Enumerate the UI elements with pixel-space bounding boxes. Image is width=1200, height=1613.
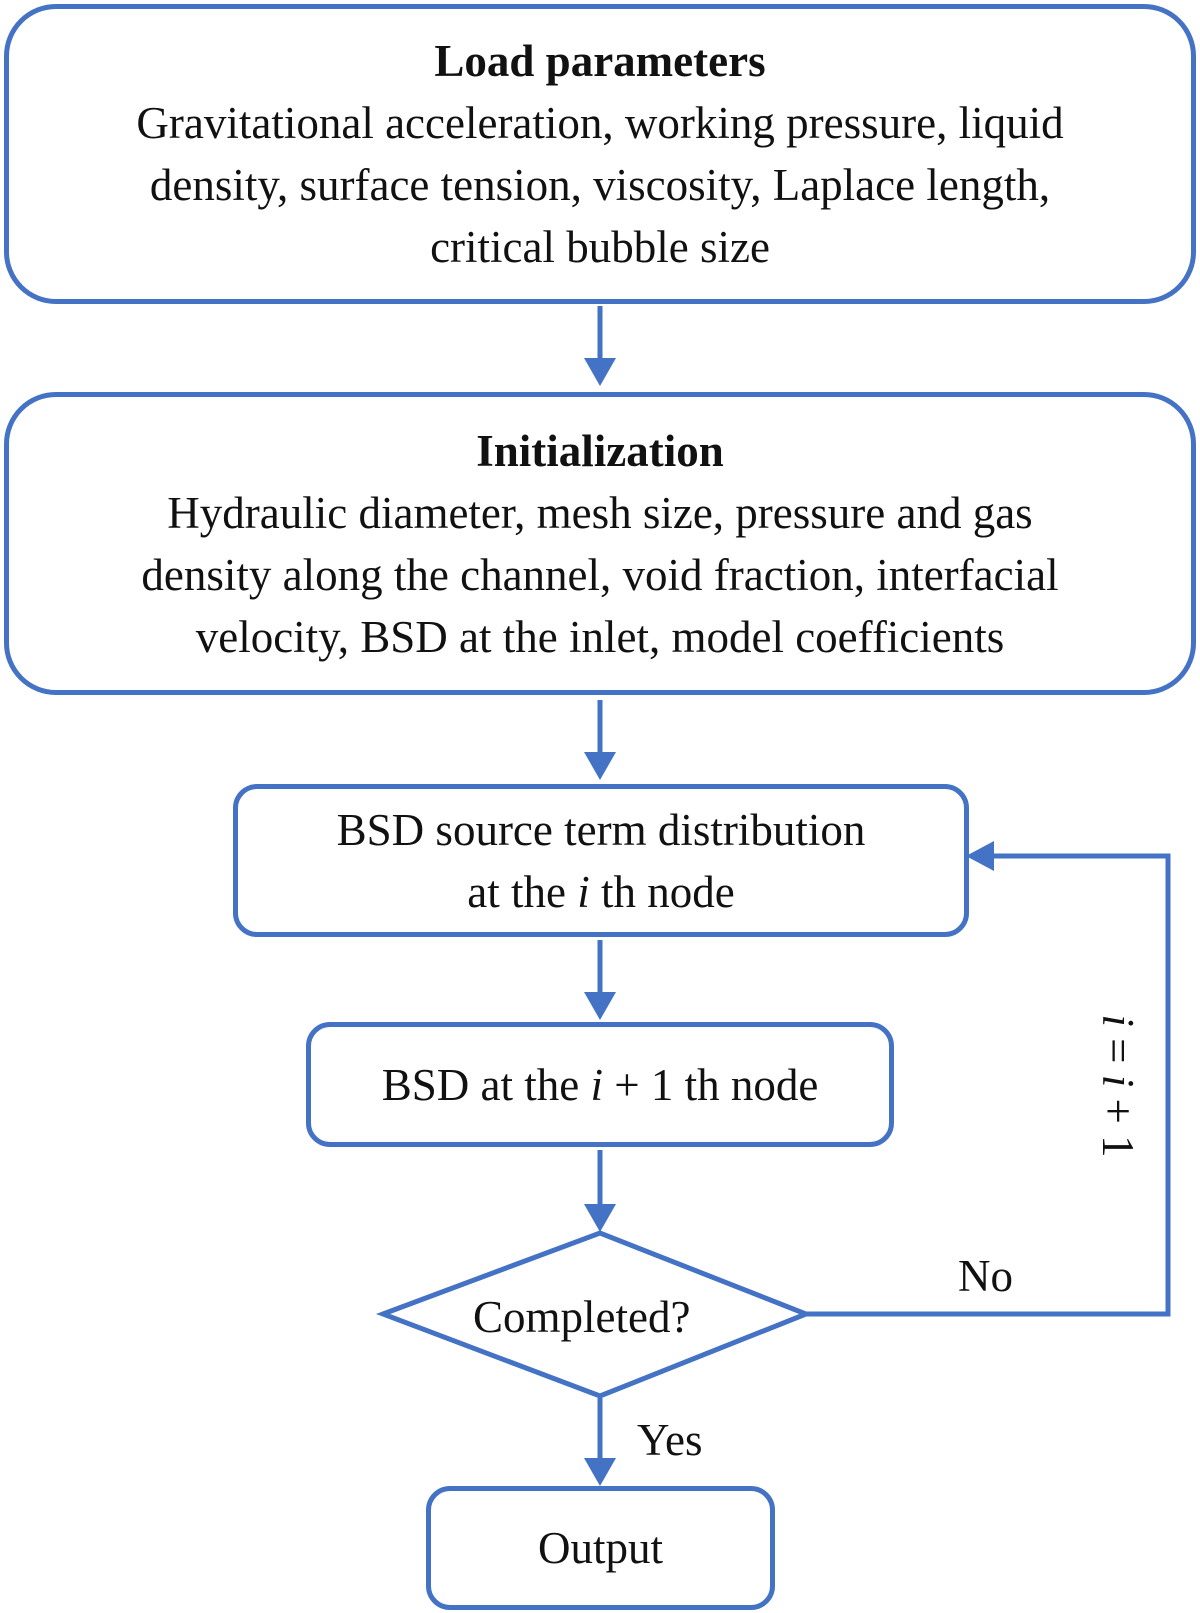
- source-term-line-2-pre: at the: [467, 866, 578, 917]
- source-term-line-2: at the i th node: [467, 861, 734, 923]
- decision-label: Completed?: [473, 1292, 691, 1342]
- loop-increment-equals: =: [1093, 1026, 1143, 1075]
- load-parameters-line-2: density, surface tension, viscosity, Lap…: [149, 160, 1051, 210]
- loop-increment-var-1: i: [1093, 1014, 1143, 1027]
- loop-increment-label: i = i + 1: [1092, 1014, 1144, 1157]
- arrowhead-init-to-source: [584, 752, 616, 780]
- decision-diamond: [375, 1230, 813, 1399]
- source-term-box: BSD source term distribution at the i th…: [233, 784, 969, 937]
- initialization-box: Initialization Hydraulic diameter, mesh …: [4, 392, 1196, 695]
- arrowhead-decision-to-output: [584, 1458, 616, 1486]
- branch-no-label: No: [958, 1251, 1013, 1301]
- connectors: [584, 306, 1171, 1486]
- next-node-box: BSD at the i + 1 th node: [306, 1022, 894, 1147]
- initialization-line-2: density along the channel, void fraction…: [141, 549, 1059, 600]
- branch-yes-label: Yes: [637, 1415, 703, 1465]
- initialization-line-1: Hydraulic diameter, mesh size, pressure …: [167, 487, 1033, 538]
- load-parameters-box: Load parameters Gravitational accelerati…: [4, 4, 1196, 304]
- initialization-line-3: velocity, BSD at the inlet, model coeffi…: [195, 611, 1005, 662]
- next-node-post: + 1 th node: [602, 1059, 819, 1110]
- source-term-line-1: BSD source term distribution: [336, 804, 866, 855]
- source-term-line-2-post: th node: [589, 866, 735, 917]
- loop-increment-plus-one: + 1: [1093, 1087, 1143, 1158]
- load-parameters-line-1: Gravitational acceleration, working pres…: [136, 98, 1064, 148]
- next-node-pre: BSD at the: [381, 1059, 591, 1110]
- loop-back-line: [806, 853, 1171, 1317]
- next-node-label: BSD at the i + 1 th node: [382, 1054, 819, 1116]
- initialization-title: Initialization: [476, 425, 724, 476]
- output-box: Output: [426, 1486, 775, 1610]
- loop-increment-var-2: i: [1093, 1074, 1143, 1088]
- next-node-index-variable: i: [590, 1059, 603, 1110]
- load-parameters-title: Load parameters: [434, 36, 766, 86]
- load-parameters-line-3: critical bubble size: [430, 222, 770, 272]
- arrowhead-next-to-decision: [584, 1204, 616, 1232]
- arrowhead-loop-back: [966, 841, 994, 871]
- source-term-index-variable: i: [577, 866, 590, 917]
- arrowhead-source-to-next: [584, 992, 616, 1020]
- arrowhead-load-to-init: [584, 358, 616, 386]
- output-label: Output: [537, 1523, 663, 1573]
